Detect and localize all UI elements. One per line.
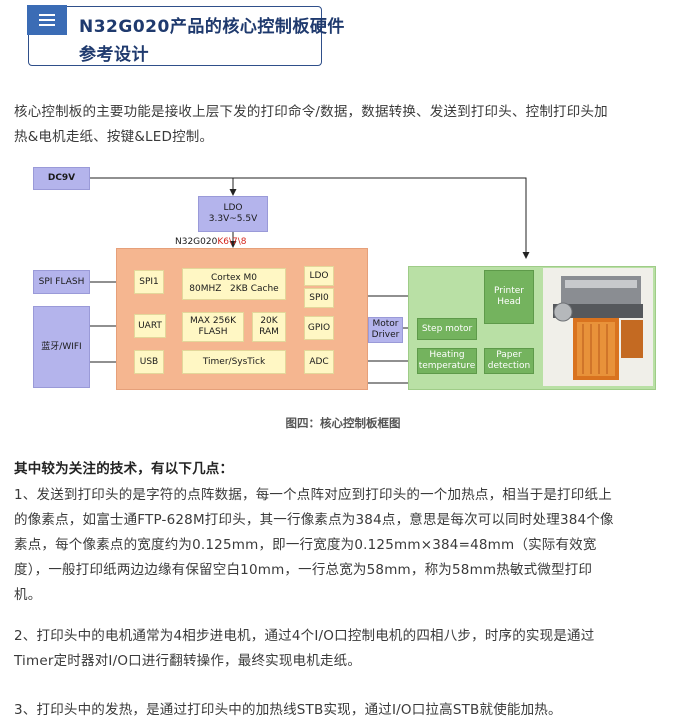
paper-detection-block: Paper detection (484, 348, 534, 374)
cortex-spec: 80MHZ 2KB Cache (189, 284, 279, 294)
section-title-line2: 参考设计 (79, 45, 149, 65)
section-title-line1: N32G020产品的核心控制板硬件 (79, 17, 345, 37)
step-motor-block: Step motor (417, 318, 477, 340)
point-3-line: 3、打印头中的发热，是通过打印头中的加热线STB实现，通过I/O口拉高STB就使… (14, 702, 562, 718)
point-1-paragraph: 1、发送到打印头的是字符的点阵数据，每一个点阵对应到打印头的一个加热点，相当于是… (14, 483, 674, 608)
ldo-internal-block: LDO (304, 266, 334, 286)
mcu-variants: K6\7\8 (217, 237, 247, 247)
menu-icon (27, 5, 67, 35)
intro-line: 核心控制板的主要功能是接收上层下发的打印命令/数据，数据转换、发送到打印头、控制… (14, 104, 608, 120)
cortex-core: Cortex M0 (210, 273, 258, 283)
ldo-range: 3.3V~5.5V (208, 214, 258, 224)
spi-flash-block: SPI FLASH (33, 270, 90, 294)
figure-caption: 图四：核心控制板框图 (285, 416, 401, 430)
paper-line1: Paper (496, 350, 522, 360)
intro-paragraph: 核心控制板的主要功能是接收上层下发的打印命令/数据，数据转换、发送到打印头、控制… (14, 100, 674, 150)
heating-line2: temperature (418, 361, 476, 371)
mcu-label: N32G020K6\7\8 (175, 237, 247, 247)
motor-driver-line2: Driver (371, 330, 400, 340)
ldo-label: LDO (223, 203, 243, 213)
motor-driver-block: Motor Driver (368, 317, 403, 343)
paper-line2: detection (487, 361, 531, 371)
gpio-block: GPIO (304, 316, 334, 340)
flash-size: MAX 256K (189, 316, 237, 326)
point-1-line: 素点，每个像素点的宽度约为0.125mm，即一行宽度为0.125mm×384=4… (14, 537, 597, 553)
point-2-line: Timer定时器对I/O口进行翻转操作，最终实现电机走纸。 (14, 653, 362, 669)
point-2-line: 2、打印头中的电机通常为4相步进电机，通过4个I/O口控制电机的四相八步，时序的… (14, 628, 595, 644)
point-1-line: 机。 (14, 587, 42, 603)
point-2-paragraph: 2、打印头中的电机通常为4相步进电机，通过4个I/O口控制电机的四相八步，时序的… (14, 624, 674, 674)
core-board-block-diagram: DC9V LDO 3.3V~5.5V SPI FLASH 蓝牙/WIFI N32… (28, 158, 658, 410)
point-1-line: 度），一般打印纸两边边缘有保留空白10mm，一行总宽为58mm，称为58mm热敏… (14, 562, 593, 578)
timer-block: Timer/SysTick (182, 350, 286, 374)
ldo-block: LDO 3.3V~5.5V (198, 196, 268, 232)
heating-line1: Heating (429, 350, 465, 360)
flash-block: MAX 256K FLASH (182, 312, 244, 342)
adc-block: ADC (304, 350, 334, 374)
section-title-box: N32G020产品的核心控制板硬件 参考设计 (27, 5, 344, 66)
ram-label: RAM (259, 327, 279, 337)
flash-label: FLASH (198, 327, 228, 337)
printer-head-line2: Head (497, 297, 521, 307)
mcu-name: N32G020 (175, 237, 218, 247)
ram-block: 20K RAM (252, 312, 286, 342)
spi1-block: SPI1 (134, 270, 164, 294)
printer-head-block: Printer Head (484, 270, 534, 324)
wireless-block: 蓝牙/WIFI (33, 306, 90, 388)
printer-head-photo (543, 268, 653, 386)
usb-block: USB (134, 350, 164, 374)
heating-block: Heating temperature (417, 348, 477, 374)
motor-driver-line1: Motor (372, 319, 399, 329)
dc9v-block: DC9V (33, 167, 90, 190)
point-1-line: 1、发送到打印头的是字符的点阵数据，每一个点阵对应到打印头的一个加热点，相当于是… (14, 487, 612, 503)
point-1-line: 的像素点，如富士通FTP-628M打印头，其一行像素点为384点，意思是每次可以… (14, 512, 614, 528)
uart-block: UART (134, 314, 166, 338)
points-heading: 其中较为关注的技术，有以下几点： (14, 461, 234, 477)
printer-head-line1: Printer (494, 286, 524, 296)
cortex-block: Cortex M0 80MHZ 2KB Cache (182, 268, 286, 300)
point-3-paragraph: 3、打印头中的发热，是通过打印头中的加热线STB实现，通过I/O口拉高STB就使… (14, 698, 674, 720)
intro-line: 热&电机走纸、按键&LED控制。 (14, 129, 214, 145)
spi0-block: SPI0 (304, 288, 334, 308)
ram-size: 20K (260, 316, 278, 326)
